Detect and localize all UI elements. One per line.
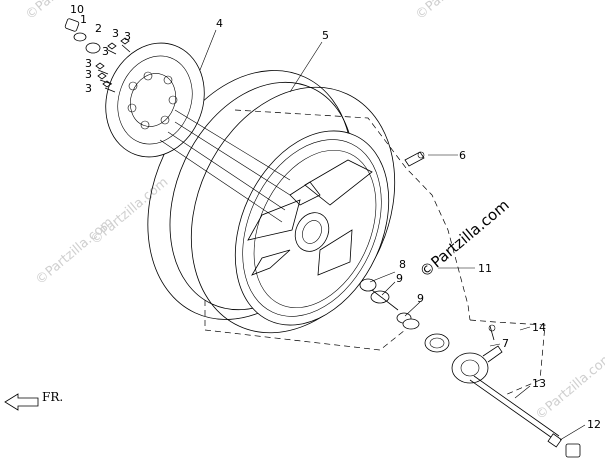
front-label: FR.: [42, 390, 63, 404]
watermark-mid-center: ©Partzilla.com: [88, 175, 171, 248]
disc-bolts: [95, 37, 131, 93]
callout-8: 8: [399, 258, 406, 271]
callout-3e: 3: [85, 68, 92, 81]
small-parts-upper: [64, 18, 101, 54]
callouts: 10 1 2 3 3 3 3 3 3 4 5 6 11 8 9 9 14 7 1…: [70, 3, 601, 431]
brake-disc: [105, 42, 291, 223]
watermark-top-left: ©Partzilla.com: [23, 0, 106, 23]
front-arrow: FR.: [4, 390, 63, 411]
spacers: [359, 278, 420, 330]
watermark-top-right: ©Partzilla.com: [413, 0, 496, 23]
callout-4: 4: [216, 17, 223, 30]
callout-9a: 9: [396, 272, 403, 285]
callout-13: 13: [532, 377, 546, 390]
callout-3a: 3: [112, 27, 119, 40]
seal-ring: [424, 333, 450, 353]
callout-11: 11: [478, 262, 492, 275]
callout-10: 10: [70, 3, 84, 16]
callout-3f: 3: [85, 82, 92, 95]
callout-1: 1: [80, 13, 87, 26]
callout-2: 2: [95, 22, 102, 35]
axle: [469, 375, 581, 458]
gear-box: [451, 324, 503, 384]
valve: [404, 151, 425, 167]
leader-lines: [199, 29, 586, 441]
callout-9b: 9: [417, 292, 424, 305]
callout-3c: 3: [102, 45, 109, 58]
callout-12: 12: [587, 418, 601, 431]
callout-14: 14: [532, 321, 546, 334]
callout-6: 6: [459, 149, 466, 162]
callout-5: 5: [322, 29, 329, 42]
wheel-rim: [234, 130, 390, 326]
callout-3b: 3: [124, 30, 131, 43]
assembly-outline: [204, 109, 546, 396]
callout-7: 7: [502, 337, 509, 350]
callout-3d: 3: [85, 57, 92, 70]
